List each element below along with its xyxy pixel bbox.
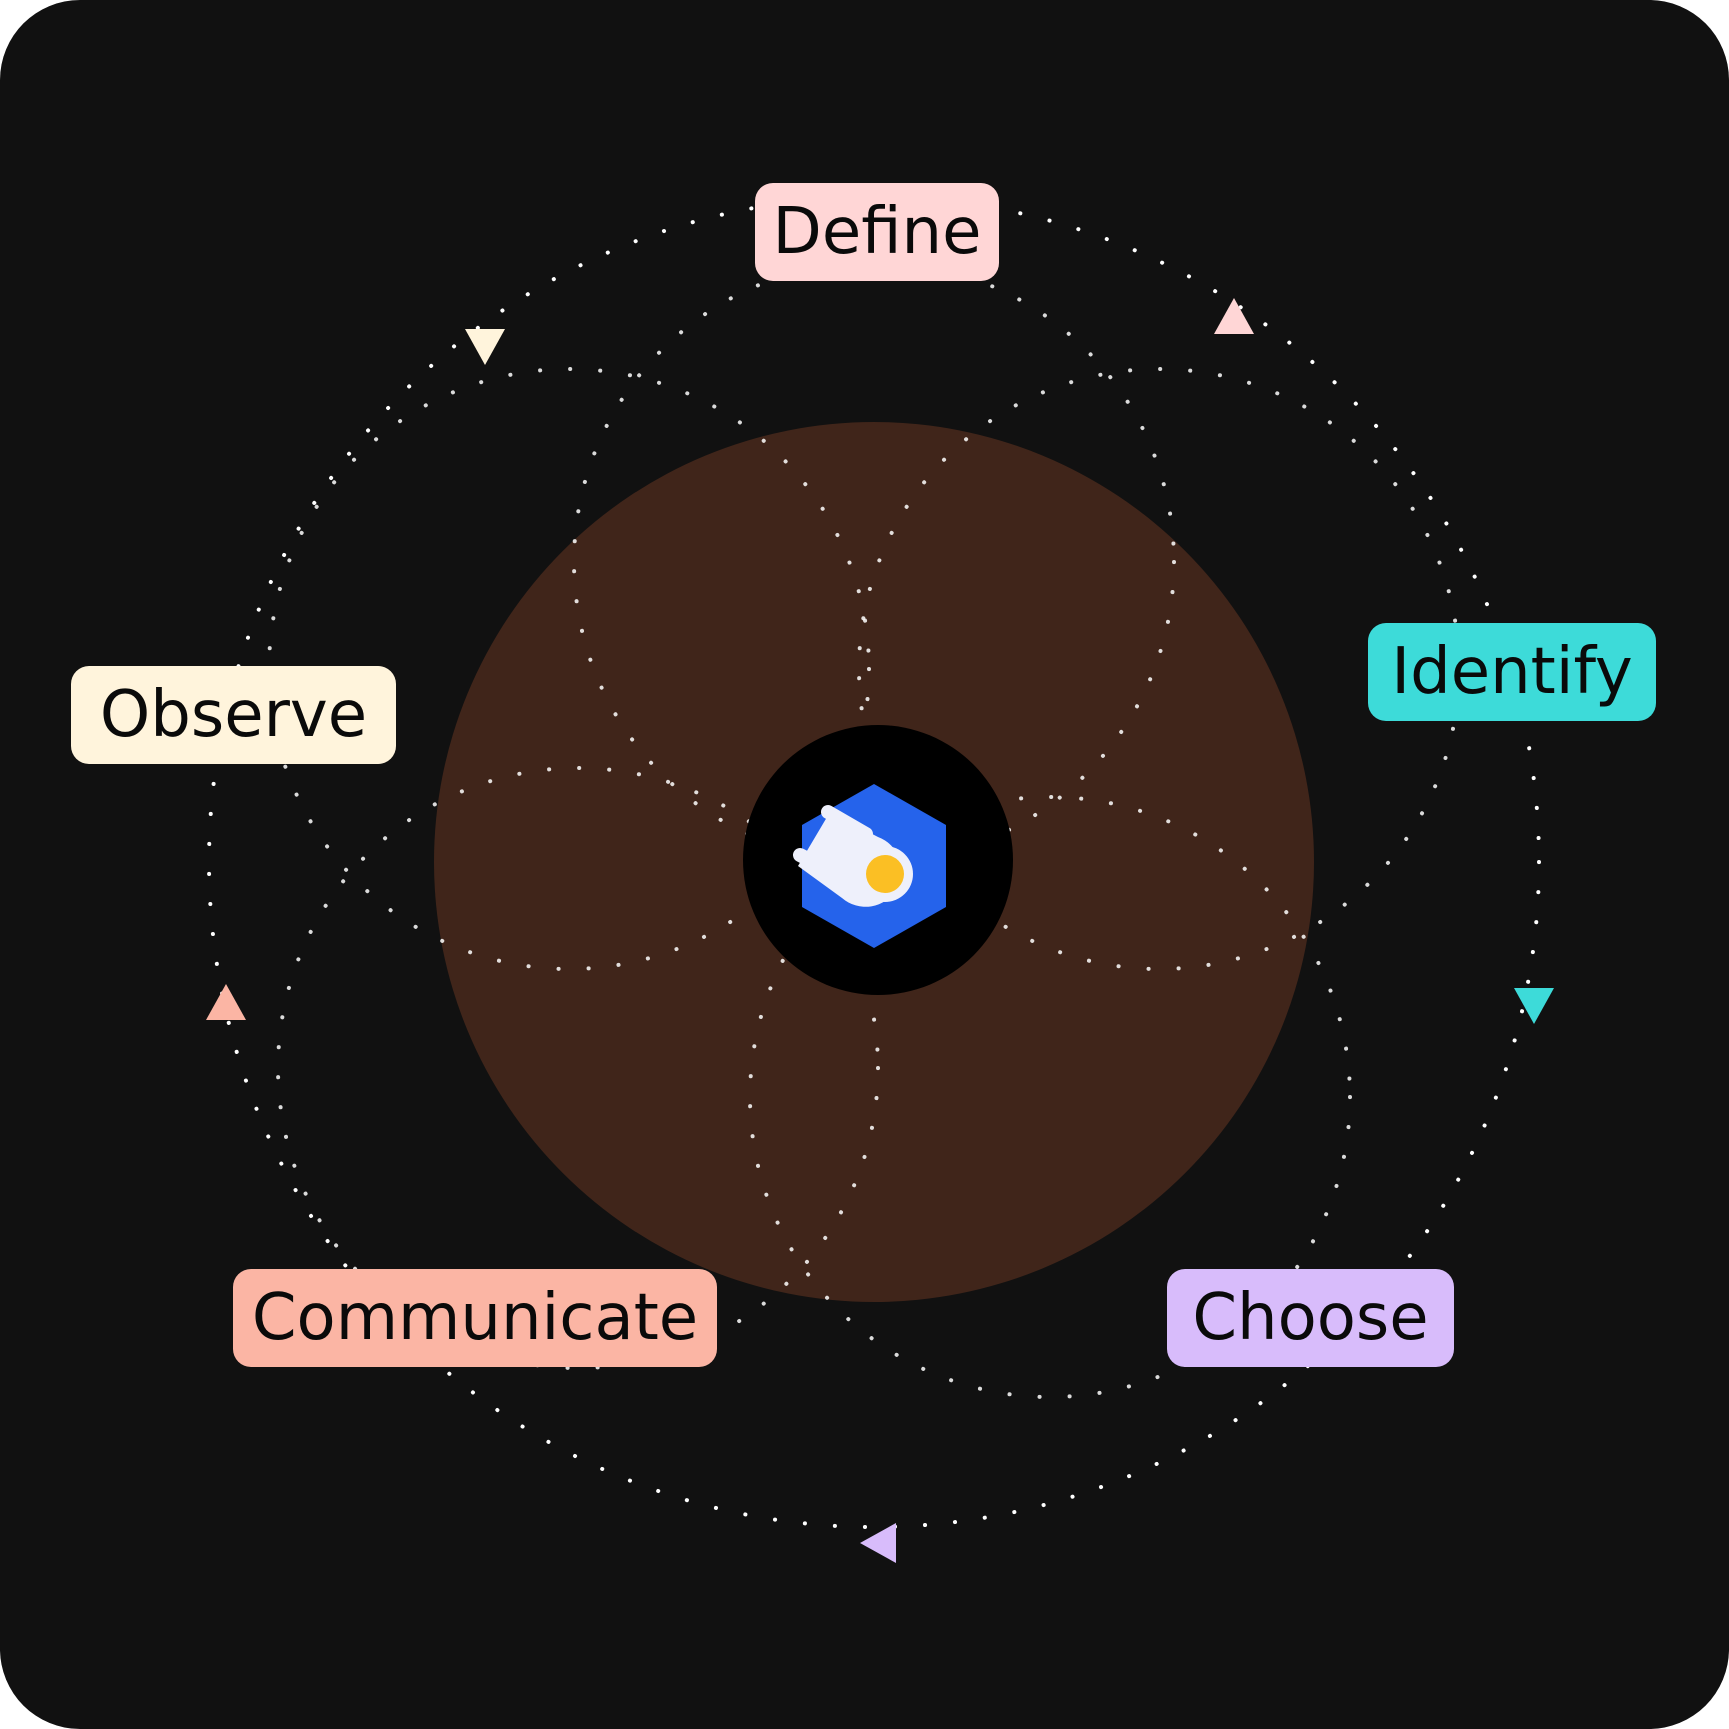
outer-cycle-ring (207, 195, 1541, 1529)
arrow-icon-choose (860, 1523, 896, 1563)
arrow-icon-communicate (206, 984, 246, 1020)
stage-label-define[interactable]: Define (755, 183, 999, 281)
petal-ring-3 (748, 795, 1352, 1399)
arrow-icon-observe (465, 329, 505, 365)
stage-label-text: Communicate (251, 1281, 699, 1355)
stage-label-text: Observe (99, 678, 368, 752)
comet-hexagon-logo-icon (793, 784, 946, 948)
petal-ring-5 (267, 367, 871, 971)
stage-label-choose[interactable]: Choose (1167, 1269, 1454, 1367)
stage-label-text: Identify (1391, 635, 1633, 709)
stage-label-identify[interactable]: Identify (1368, 623, 1656, 721)
stage-label-communicate[interactable]: Communicate (233, 1269, 717, 1367)
arrow-icon-identify (1514, 988, 1554, 1024)
stage-label-observe[interactable]: Observe (71, 666, 396, 764)
direction-arrows (206, 298, 1554, 1563)
stage-label-text: Define (772, 195, 982, 269)
petal-ring-4 (276, 766, 880, 1370)
arrow-icon-define (1214, 298, 1254, 334)
stage-label-text: Choose (1192, 1281, 1429, 1355)
